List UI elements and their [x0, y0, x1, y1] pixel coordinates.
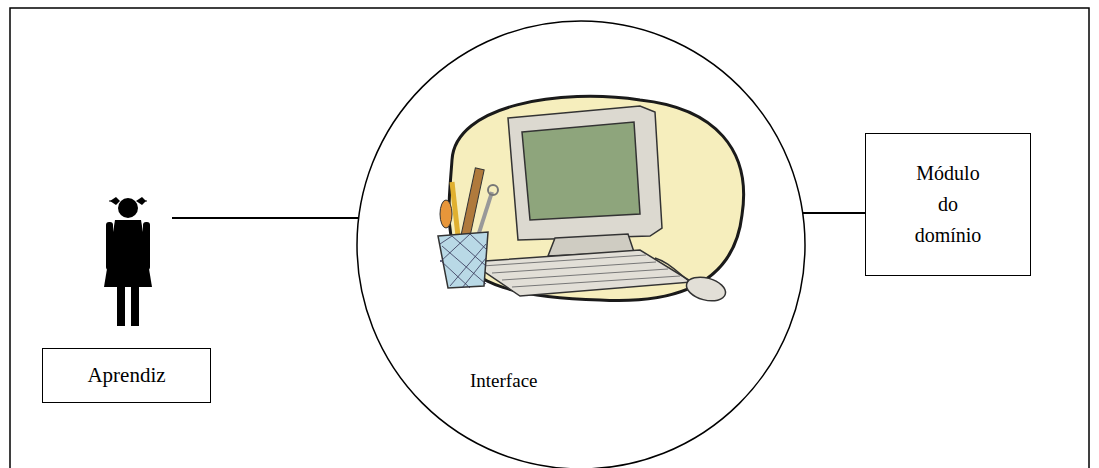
node-label: Aprendiz [87, 363, 165, 388]
connector-line [803, 212, 865, 214]
learner-figure [104, 197, 152, 326]
interface-circle: Interface [356, 20, 806, 468]
learner-label-box: Aprendiz [42, 348, 211, 403]
outer-frame [10, 8, 1089, 468]
computer-illustration [438, 96, 744, 304]
module-box: Módulo do domínio [865, 133, 1031, 276]
connector-line [172, 217, 359, 219]
learner-node: Aprendiz [42, 190, 212, 404]
circle-outline [357, 21, 805, 468]
node-label: Interface [470, 370, 538, 392]
interface-circle-outline [356, 20, 806, 468]
node-label: Módulo do domínio [908, 158, 988, 251]
